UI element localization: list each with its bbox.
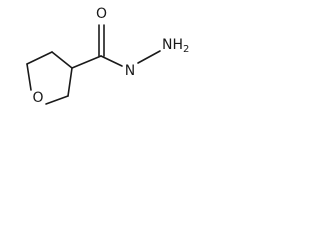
bond-n-n xyxy=(137,50,161,64)
carbonyl-oxygen-label: O xyxy=(96,6,107,22)
ring-bond-c5-o1 xyxy=(26,63,32,91)
ring-bond-c2-c3 xyxy=(67,67,73,97)
bond-carbonyl-nitrogen xyxy=(100,55,123,67)
amine-subscript-text: 2 xyxy=(183,44,189,55)
ring-bond-c3-c4 xyxy=(51,51,73,69)
ring-oxygen-label: O xyxy=(32,90,43,106)
ring-bond-o1-c2 xyxy=(45,95,69,105)
hydrazide-chain xyxy=(71,24,161,69)
ring-bond-c4-c5 xyxy=(26,51,53,65)
amine-element-text: NH xyxy=(162,37,183,53)
tetrahydrofuran-ring xyxy=(26,51,73,105)
molecule-diagram: O O N NH2 xyxy=(26,6,189,106)
amine-group-label: NH2 xyxy=(162,37,189,55)
bond-c3-carbonyl-carbon xyxy=(71,55,102,69)
amide-nitrogen-label: N xyxy=(125,63,135,79)
